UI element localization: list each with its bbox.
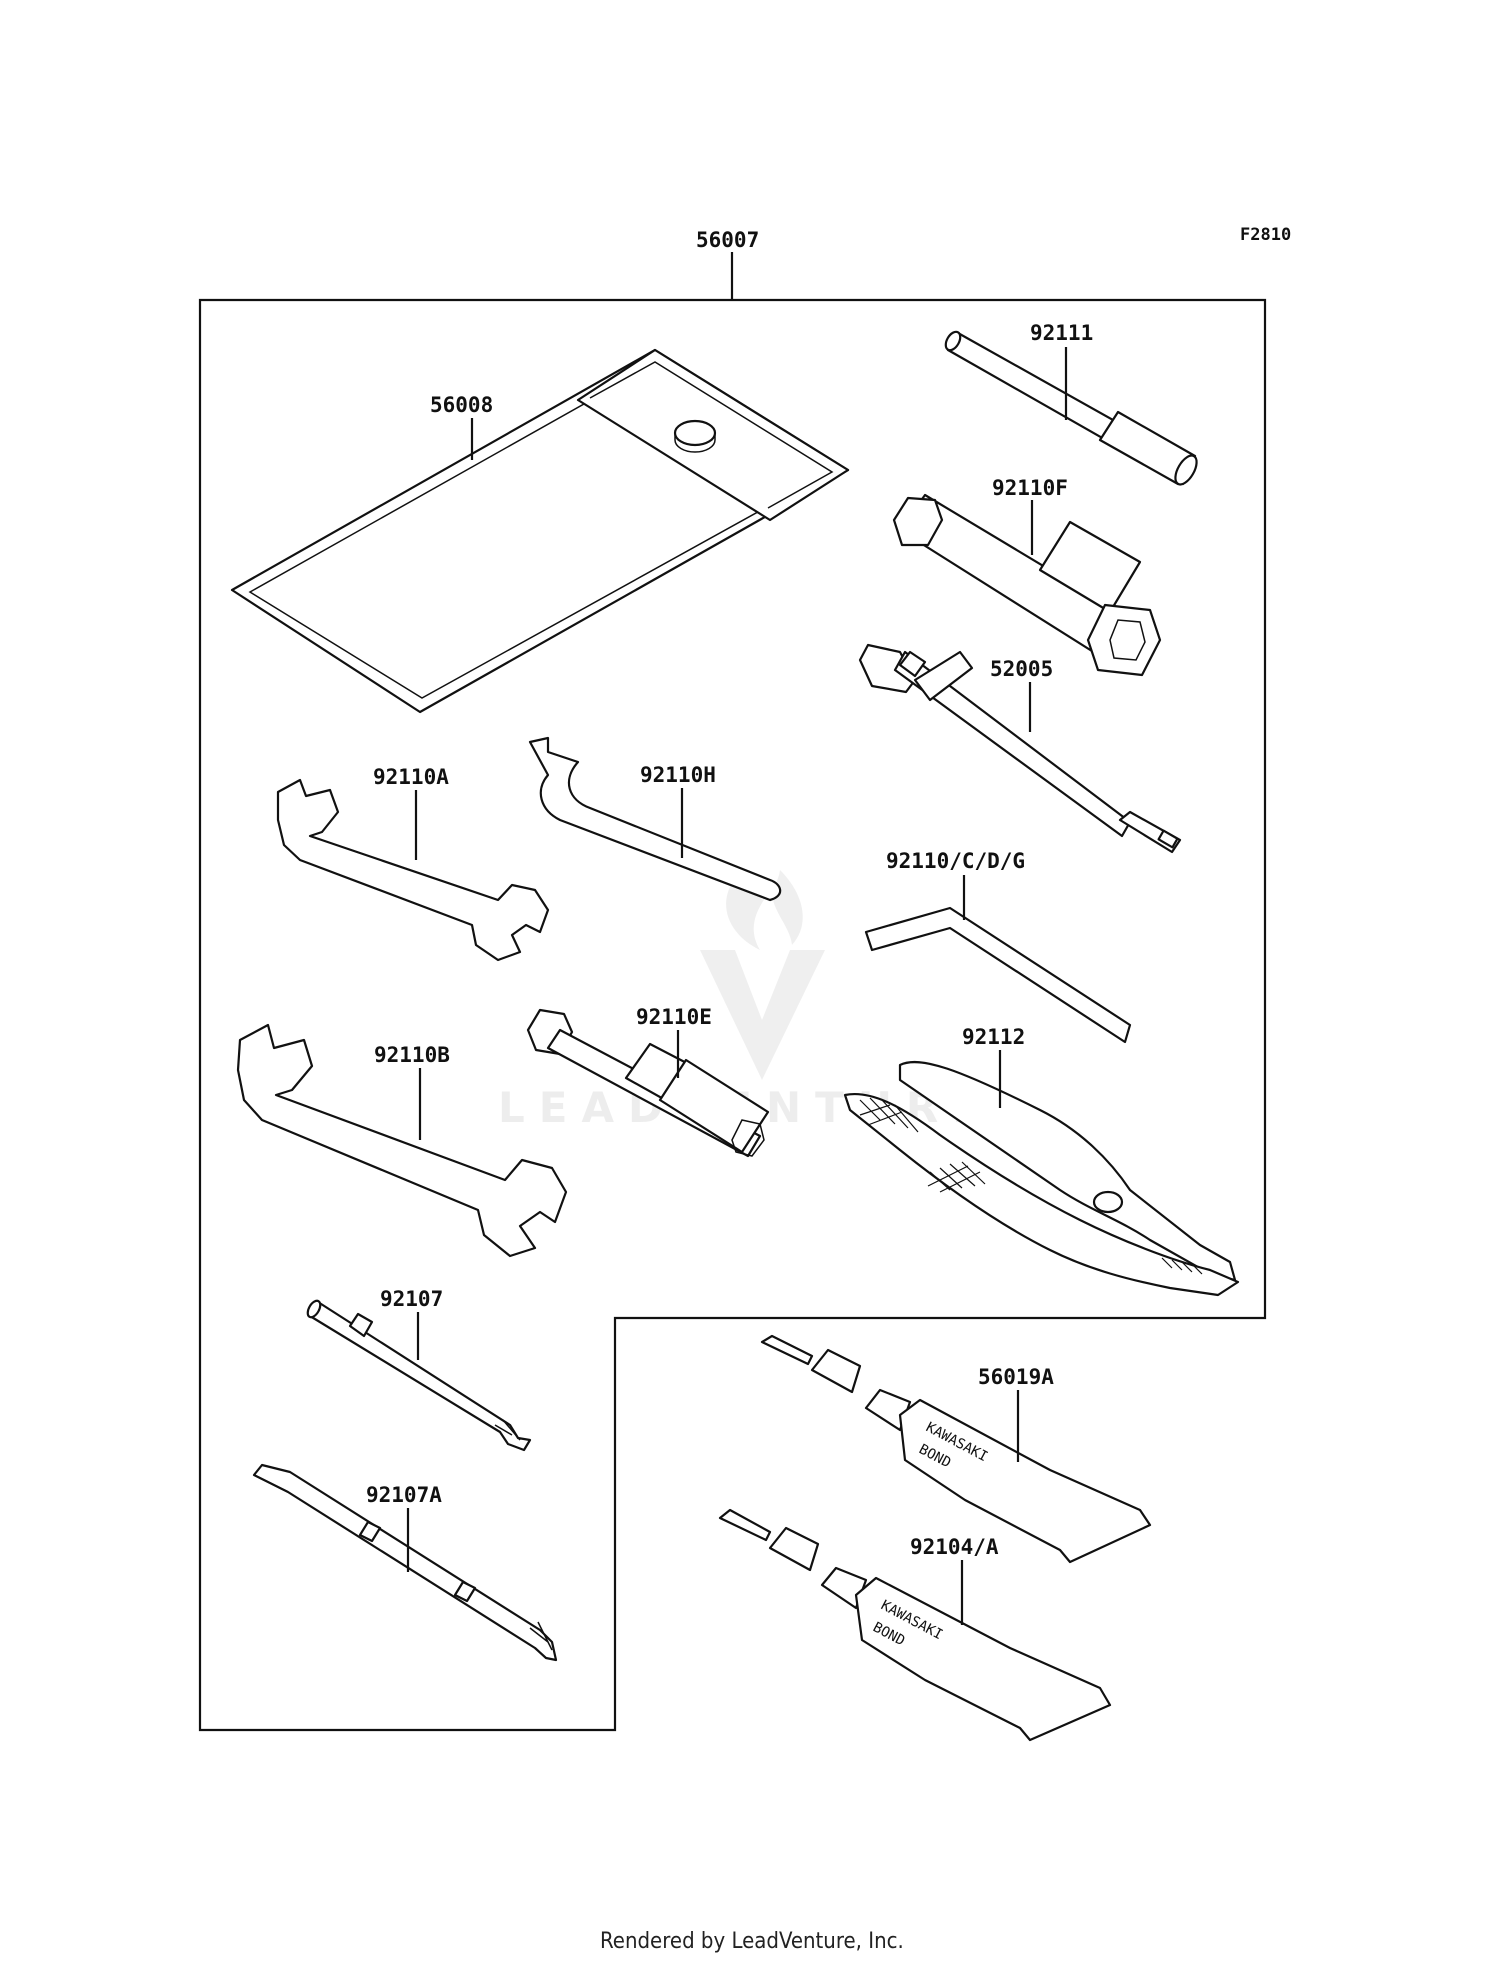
label-92111: 92111 <box>1030 321 1093 345</box>
hook-wrench-92110H <box>528 736 782 902</box>
label-92110CDG: 92110/C/D/G <box>886 849 1025 873</box>
label-92110B: 92110B <box>374 1043 450 1067</box>
label-92112: 92112 <box>962 1025 1025 1049</box>
bond-tube-56019A: KAWASAKI BOND <box>760 1334 1152 1564</box>
kit-boundary <box>198 298 1267 1732</box>
box-wrench-92110F <box>892 493 1162 677</box>
hex-key-92110CDG <box>864 875 1132 1044</box>
socket-wrench-92110E <box>526 1008 770 1158</box>
label-56007: 56007 <box>696 228 759 252</box>
label-92110F: 92110F <box>992 476 1068 500</box>
label-56019A: 56019A <box>978 1365 1054 1389</box>
label-92104A: 92104/A <box>910 1535 999 1559</box>
wrench-small-92110A <box>276 778 550 962</box>
screwdriver-92107 <box>306 1299 532 1452</box>
label-92110A: 92110A <box>373 765 449 789</box>
screwdriver-double-92107A <box>252 1463 558 1662</box>
bond-tube-92104A: KAWASAKI BOND <box>718 1508 1112 1742</box>
label-92107: 92107 <box>380 1287 443 1311</box>
figure-ref-code: F2810 <box>1240 225 1291 245</box>
label-92110E: 92110E <box>636 1005 712 1029</box>
label-92110H: 92110H <box>640 763 716 787</box>
pliers-92112 <box>843 1050 1240 1297</box>
footer-credit: Rendered by LeadVenture, Inc. <box>600 1929 904 1954</box>
label-52005: 52005 <box>990 657 1053 681</box>
handle-bar-92111 <box>944 330 1198 486</box>
label-56008: 56008 <box>430 393 493 417</box>
tire-gauge-52005 <box>858 643 1182 854</box>
tool-bag-56008 <box>230 348 850 714</box>
wrench-large-92110B <box>236 1023 568 1258</box>
label-92107A: 92107A <box>366 1483 442 1507</box>
